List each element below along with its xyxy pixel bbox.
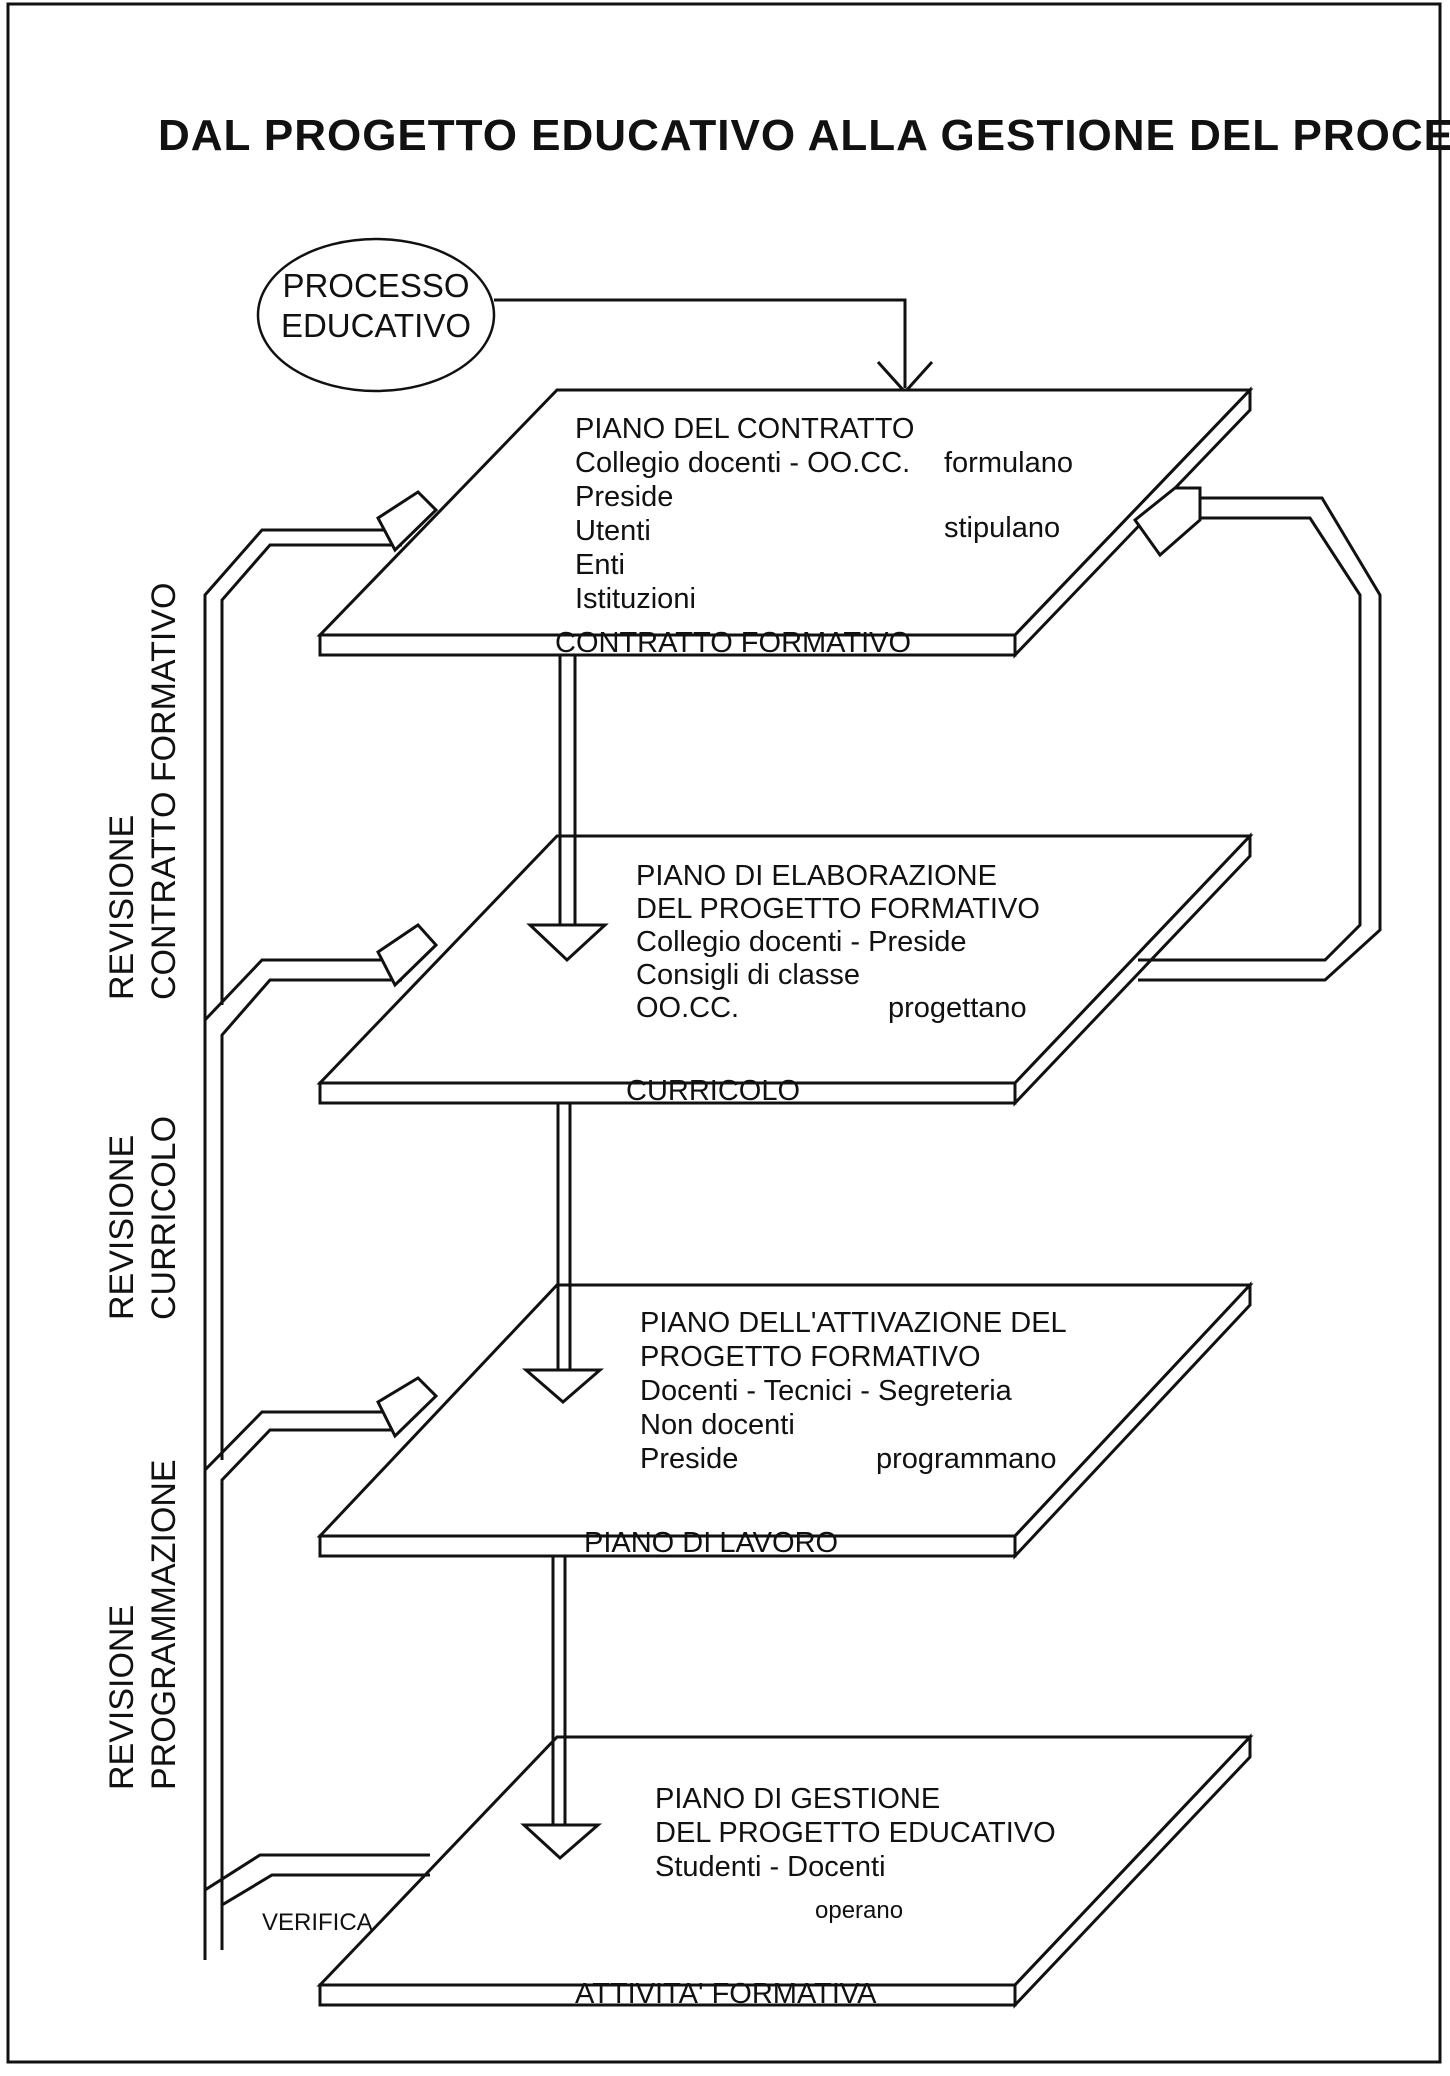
side-label-revisione-contratto-1: REVISIONE: [103, 815, 141, 1000]
plane3-line: PROGETTO FORMATIVO: [640, 1341, 981, 1373]
plane4-line: DEL PROGETTO EDUCATIVO: [655, 1817, 1056, 1849]
diagram-title: DAL PROGETTO EDUCATIVO ALLA GESTIONE DEL…: [158, 111, 1450, 160]
plane-attivazione: [316, 1281, 1254, 1560]
plane-contratto: [316, 386, 1254, 659]
plane3-line: Non docenti: [640, 1409, 795, 1441]
plane3-output: PIANO DI LAVORO: [584, 1527, 838, 1559]
plane1-line: Istituzioni: [575, 583, 696, 615]
plane-elaborazione: [316, 832, 1254, 1107]
plane4-line: PIANO DI GESTIONE: [655, 1783, 940, 1815]
ellipse-connector: [494, 298, 907, 388]
page-border: [6, 2, 1442, 2064]
plane2-verb-progettano: progettano: [888, 992, 1027, 1024]
plane2-line: PIANO DI ELABORAZIONE: [636, 860, 997, 892]
side-label-revisione-programmazione-1: REVISIONE: [103, 1605, 141, 1790]
plane2-line: Consigli di classe: [636, 959, 860, 991]
side-label-revisione-curricolo-1: REVISIONE: [103, 1135, 141, 1320]
plane3-line: PIANO DELL'ATTIVAZIONE DEL: [640, 1307, 1067, 1339]
plane3-line: Docenti - Tecnici - Segreteria: [640, 1375, 1013, 1407]
revision-loop-1: [203, 490, 439, 1020]
plane1-line: Collegio docenti - OO.CC.: [575, 447, 910, 479]
plane1-verb-stipulano: stipulano: [944, 512, 1060, 544]
plane2-line: DEL PROGETTO FORMATIVO: [636, 893, 1040, 925]
ellipse-label-line1: PROCESSO: [282, 267, 469, 304]
plane2-line: OO.CC.: [636, 992, 739, 1024]
plane2-line: Collegio docenti - Preside: [636, 926, 966, 958]
plane4-line: Studenti - Docenti: [655, 1851, 886, 1883]
plane3-line: Preside: [640, 1443, 738, 1475]
plane4-verb-operano: operano: [815, 1897, 903, 1924]
revision-loop-3: [203, 1376, 439, 1960]
plane2-output: CURRICOLO: [626, 1075, 800, 1107]
side-label-revisione-curricolo-2: CURRICOLO: [145, 1116, 183, 1320]
flow-arrow-1: [526, 655, 609, 963]
ellipse-label-line2: EDUCATIVO: [281, 307, 471, 344]
plane1-verb-formulano: formulano: [944, 447, 1073, 479]
flow-arrow-3: [520, 1556, 603, 1861]
side-label-revisione-programmazione-2: PROGRAMMAZIONE: [145, 1459, 183, 1790]
verifica-loop: [203, 1853, 430, 1960]
verifica-label: VERIFICA: [262, 1909, 373, 1936]
plane1-line: PIANO DEL CONTRATTO: [575, 413, 914, 445]
revision-loop-2: [203, 923, 439, 1470]
plane1-line: Enti: [575, 549, 625, 581]
processo-educativo-ellipse: [256, 237, 496, 393]
side-label-revisione-contratto-2: CONTRATTO FORMATIVO: [145, 583, 183, 1000]
right-feedback-loop: [1132, 486, 1382, 982]
plane1-line: Utenti: [575, 515, 651, 547]
plane4-output: ATTIVITA' FORMATIVA: [575, 1978, 877, 2010]
plane1-output: CONTRATTO FORMATIVO: [555, 627, 911, 659]
plane1-line: Preside: [575, 481, 673, 513]
flow-arrow-2: [521, 1103, 605, 1404]
plane3-verb-programmano: programmano: [876, 1443, 1057, 1475]
